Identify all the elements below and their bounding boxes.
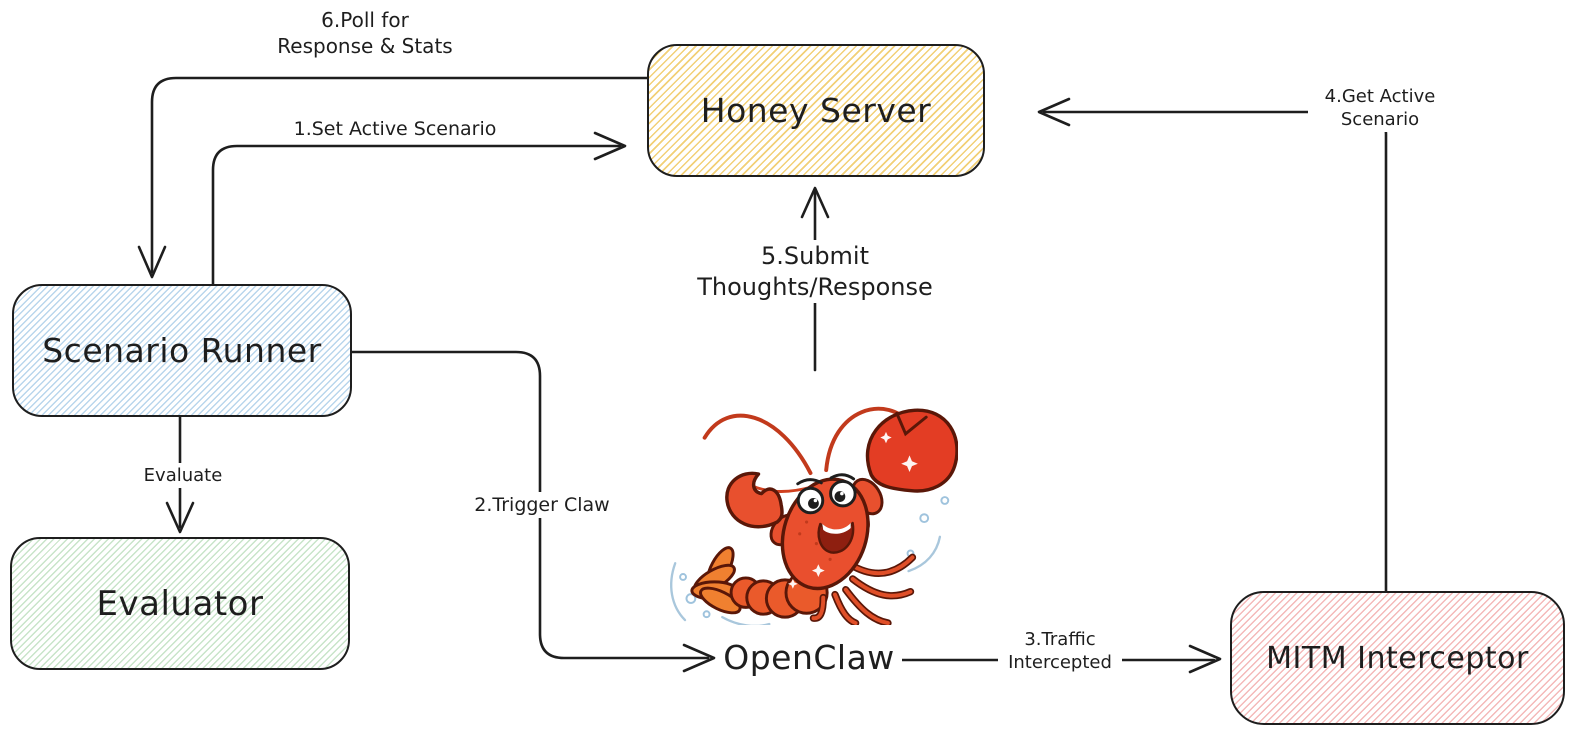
node-mitm-interceptor: MITM Interceptor (1230, 591, 1565, 725)
node-openclaw: OpenClaw (716, 638, 902, 677)
edge-poll-arrow (137, 76, 652, 279)
mitm-interceptor-label: MITM Interceptor (1266, 640, 1529, 676)
edge-label-poll: 6.Poll for Response & Stats (248, 7, 482, 61)
edge-label-traffic: 3.Traffic Intercepted (998, 627, 1122, 676)
edge-get-arrow (1037, 97, 1388, 595)
node-honey-server: Honey Server (647, 44, 985, 177)
scenario-runner-label: Scenario Runner (42, 331, 322, 370)
edge-label-evaluate: Evaluate (134, 463, 232, 489)
evaluator-label: Evaluator (96, 583, 264, 624)
node-scenario-runner: Scenario Runner (12, 284, 352, 417)
edge-label-trigger: 2.Trigger Claw (462, 492, 622, 519)
lobster-mascot-icon (670, 406, 958, 625)
openclaw-label: OpenClaw (723, 638, 895, 677)
honey-server-label: Honey Server (700, 91, 932, 130)
edge-set-arrow (211, 131, 627, 288)
node-evaluator: Evaluator (10, 537, 350, 670)
edge-label-get: 4.Get Active Scenario (1308, 84, 1452, 133)
edge-label-submit: 5.Submit Thoughts/Response (672, 240, 958, 304)
edge-label-set: 1.Set Active Scenario (282, 116, 508, 143)
